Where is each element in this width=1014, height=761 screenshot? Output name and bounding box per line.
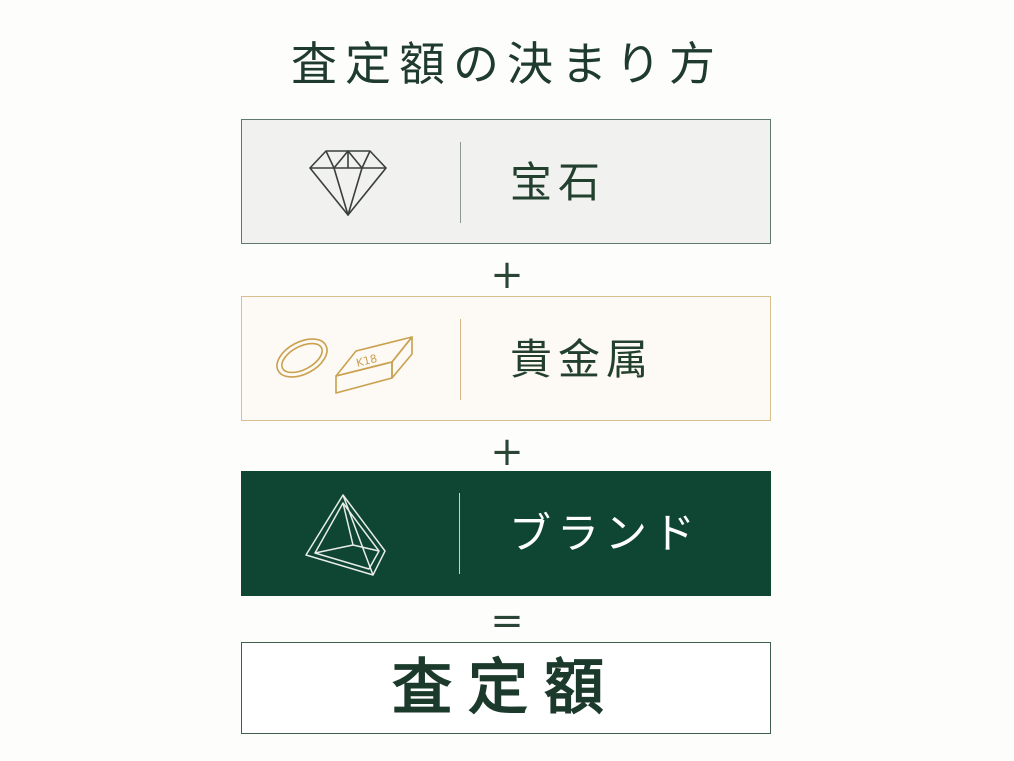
divider — [460, 319, 461, 400]
k18-stamp: K18 — [355, 352, 379, 370]
brand-label: ブランド — [509, 509, 702, 558]
result-label: 査定額 — [392, 653, 620, 723]
ring-and-gold-bar-icon: K18 — [276, 336, 413, 394]
gem-label: 宝石 — [510, 158, 607, 207]
equals-sign: = — [490, 598, 524, 644]
precious-metal-box: K18 貴金属 — [241, 296, 771, 421]
brand-box: ブランド — [241, 471, 771, 596]
page-title: 査定額の決まり方 — [291, 37, 723, 91]
pyramid-icon — [305, 494, 386, 576]
result-box: 査定額 — [241, 642, 771, 734]
precious-metal-label: 貴金属 — [510, 335, 655, 384]
plus-sign: + — [490, 252, 524, 298]
plus-sign: + — [490, 429, 524, 475]
diamond-icon — [309, 150, 387, 216]
gem-box: 宝石 — [241, 119, 771, 244]
divider — [459, 493, 460, 574]
divider — [460, 142, 461, 223]
